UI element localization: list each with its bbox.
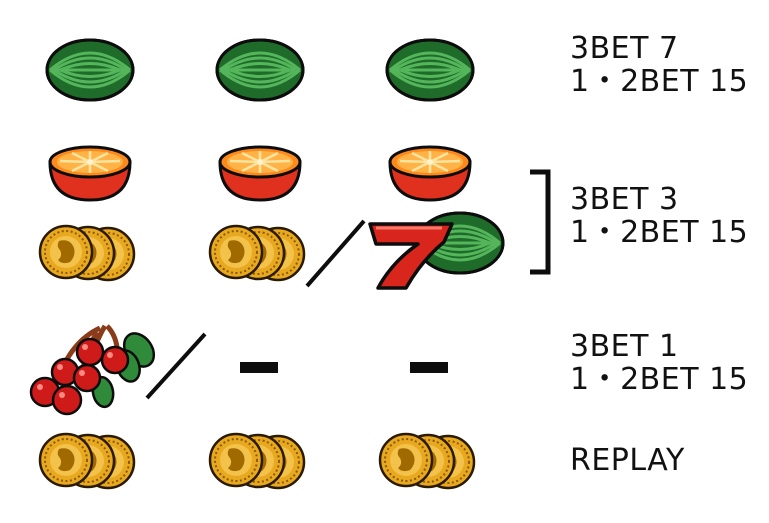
gold-coin-icon bbox=[40, 226, 134, 280]
dash-icon bbox=[410, 362, 448, 373]
payout-replay: REPLAY bbox=[570, 444, 685, 477]
payout-line: 3BET 1 bbox=[570, 329, 679, 364]
watermelon-icon bbox=[215, 38, 305, 102]
gold-coin-icon bbox=[380, 434, 474, 488]
payout-line: 3BET 7 bbox=[570, 31, 679, 66]
payout-line: 1・2BET 15 bbox=[570, 215, 749, 250]
group-bracket bbox=[530, 169, 551, 275]
payout-line: 1・2BET 15 bbox=[570, 362, 749, 397]
gold-coin-icon bbox=[210, 226, 304, 280]
orange-icon bbox=[48, 145, 132, 202]
or-slash bbox=[145, 332, 207, 400]
payout-cherry: 3BET 1 1・2BET 15 bbox=[570, 330, 748, 396]
dash-icon bbox=[240, 362, 278, 373]
watermelon-icon bbox=[385, 38, 475, 102]
cherry-icon bbox=[31, 326, 160, 414]
orange-icon bbox=[218, 145, 302, 202]
or-slash bbox=[305, 219, 366, 288]
watermelon-icon bbox=[45, 38, 135, 102]
payout-line: 3BET 3 bbox=[570, 182, 679, 217]
payout-orange-group: 3BET 3 1・2BET 15 bbox=[570, 183, 748, 249]
payout-line: 1・2BET 15 bbox=[570, 64, 749, 99]
payout-watermelon: 3BET 7 1・2BET 15 bbox=[570, 32, 748, 98]
orange-icon bbox=[388, 145, 472, 202]
payout-line: REPLAY bbox=[570, 443, 685, 478]
gold-coin-icon bbox=[210, 434, 304, 488]
gold-coin-icon bbox=[40, 434, 134, 488]
